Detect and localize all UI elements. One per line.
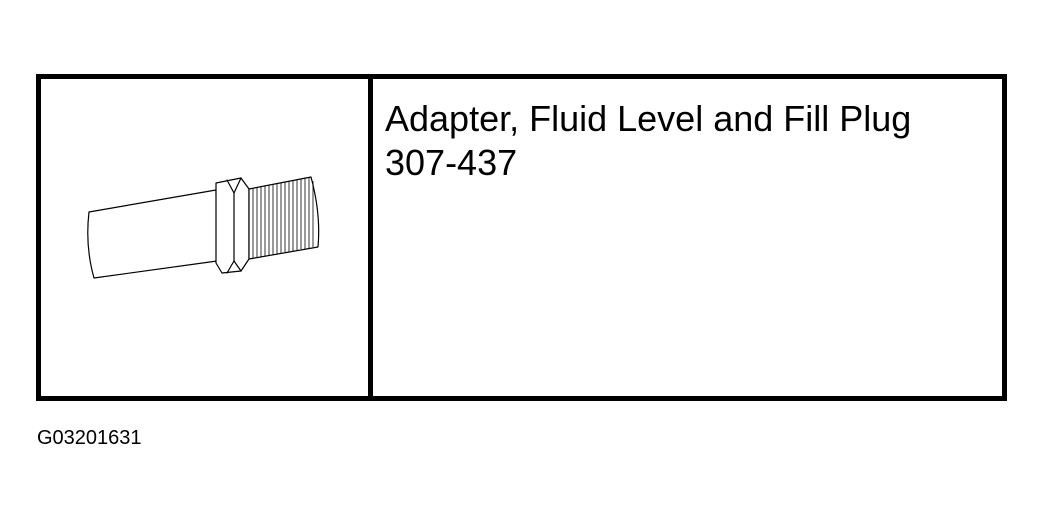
adapter-thread-lines bbox=[252, 178, 314, 258]
tool-illustration-cell bbox=[41, 79, 373, 396]
adapter-hex-nut bbox=[215, 177, 250, 274]
adapter-nose-body bbox=[87, 189, 218, 279]
figure-id: G03201631 bbox=[37, 427, 142, 449]
tool-number: 307-437 bbox=[385, 142, 518, 183]
special-tool-table: Adapter, Fluid Level and Fill Plug 307-4… bbox=[36, 74, 1007, 401]
tool-description-cell: Adapter, Fluid Level and Fill Plug 307-4… bbox=[373, 79, 1002, 396]
tool-name: Adapter, Fluid Level and Fill Plug bbox=[385, 98, 912, 139]
adapter-fitting-illustration bbox=[87, 176, 320, 279]
adapter-threaded-end bbox=[248, 176, 320, 260]
